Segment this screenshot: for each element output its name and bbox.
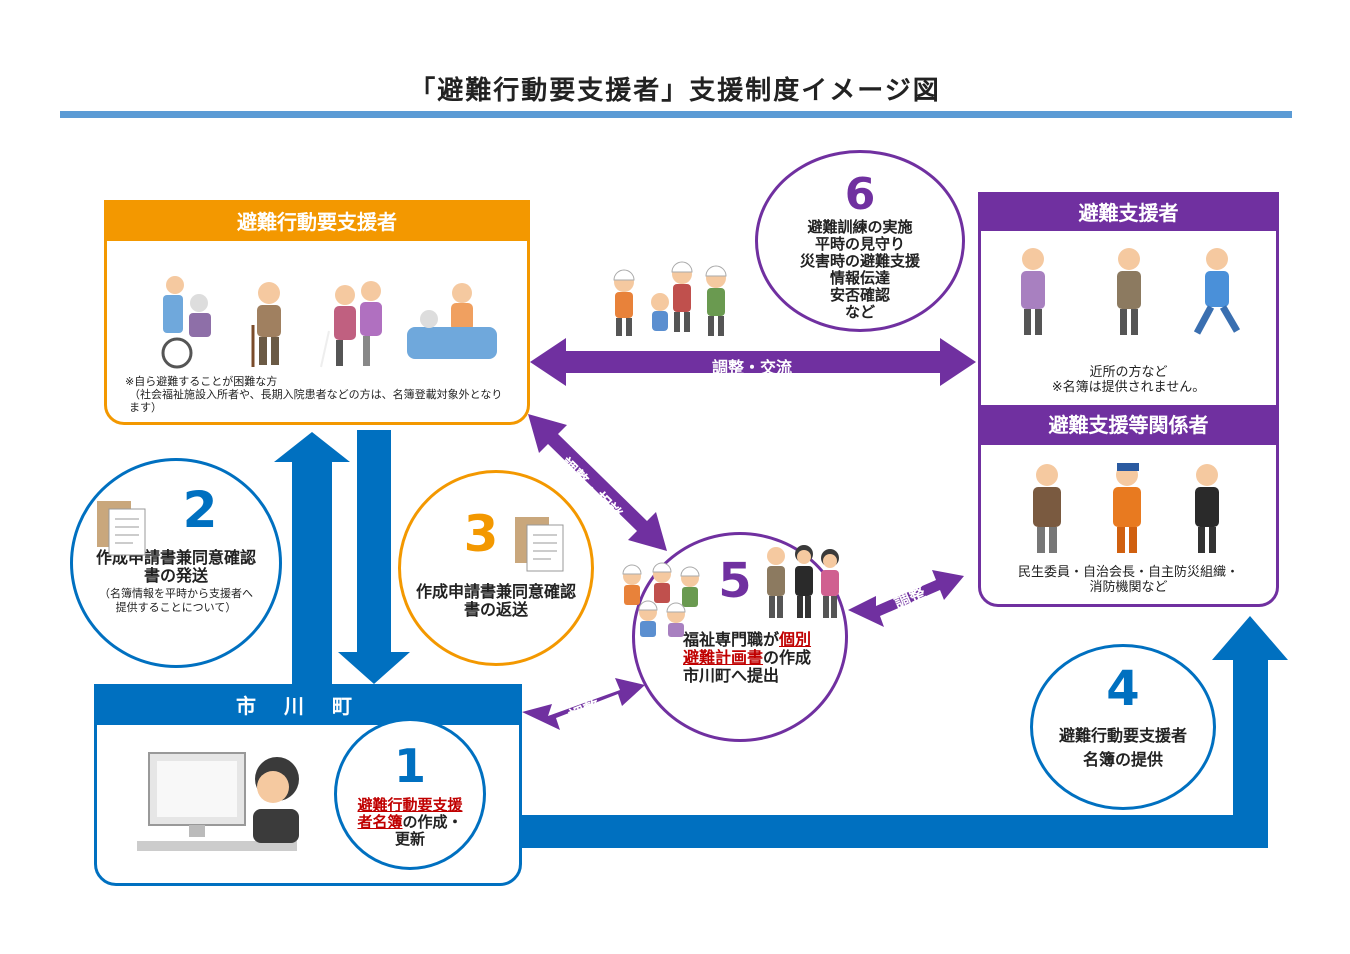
- step-2-circle: 2 作成申請書兼同意確認 書の発送 （名簿情報を平時から支援者へ 提供することに…: [70, 458, 282, 668]
- arrow-label-top: 調整・交流: [712, 358, 793, 377]
- supporters-caption-1: 近所の方など: [1089, 365, 1168, 380]
- envelope-document-icon: [97, 501, 146, 556]
- step-1-line-2b: の作成・: [402, 813, 463, 831]
- step-1-number: 1: [393, 739, 426, 793]
- box-city-header: 市川町: [97, 687, 519, 725]
- arrow-city-step5: [522, 678, 645, 730]
- step-6-line-1: 避難訓練の実施: [807, 218, 913, 236]
- step-5-line-2b: の作成: [763, 648, 812, 667]
- community-leader-illustration: [1195, 464, 1219, 553]
- arrow-down-people-to-city: [338, 430, 410, 684]
- bedridden-illustration: [407, 283, 497, 359]
- step-4-line-1: 避難行動要支援者: [1058, 726, 1187, 745]
- city-staff-illustration: [137, 752, 299, 851]
- welfare-staff-illustration: [767, 545, 839, 618]
- people-illustrations: [161, 276, 497, 369]
- box-supporters-header: 避難支援者: [981, 195, 1276, 231]
- people-note-1: ※自ら避難することが困難な方: [125, 375, 278, 388]
- step-2-sub-2: 提供することについて）: [115, 601, 237, 614]
- step-2-line-2: 書の発送: [143, 566, 208, 585]
- supporters-caption-2: ※名簿は提供されません。: [1051, 380, 1206, 395]
- step-6-line-2: 平時の見守り: [814, 235, 905, 253]
- step-1-line-1: 避難行動要支援: [357, 796, 463, 814]
- page-title: 「避難行動要支援者」支援制度イメージ図: [409, 76, 941, 106]
- step-6-line-3: 災害時の避難支援: [799, 252, 920, 270]
- wheelchair-illustration: [161, 276, 211, 369]
- arrow-step5-related: [848, 570, 964, 627]
- step-6-line-5: 安否確認: [829, 286, 890, 304]
- related-caption-1: 民生委員・自治会長・自主防災組織・: [1017, 565, 1239, 580]
- neighbor-woman-illustration: [1021, 248, 1045, 335]
- visually-impaired-pair-illustration: [320, 281, 382, 368]
- evacuation-drill-illustration: [613, 261, 727, 336]
- people-note-2: （社会福祉施設入所者や、長期入院患者などの方は、名簿登載対象外となります）: [129, 388, 503, 414]
- children-group-illustration: [622, 562, 700, 637]
- step-1-line-2a: 者名簿: [357, 813, 403, 831]
- step-3-line-2: 書の返送: [463, 600, 528, 619]
- elderly-man-illustration: [251, 282, 281, 367]
- step-6-circle: 6 避難訓練の実施 平時の見守り 災害時の避難支援 情報伝達 安否確認 など: [755, 150, 965, 332]
- step-5-line-1b: 個別: [779, 630, 812, 649]
- box-people-header: 避難行動要支援者: [107, 203, 527, 241]
- step-5-line-2a: 避難計画書: [683, 648, 764, 667]
- welfare-commissioner-illustration: [1033, 464, 1061, 553]
- neighbor-man-illustration: [1117, 248, 1141, 335]
- box-people-needing-support: 避難行動要支援者 ※自ら避難することが困難な方 （社会福祉施設入所者や、長期入院…: [104, 200, 530, 425]
- step-4-number: 4: [1106, 661, 1140, 717]
- related-parties-illustrations: [1033, 463, 1219, 553]
- step-3-number: 3: [463, 505, 499, 563]
- envelope-document-icon: [515, 517, 564, 572]
- arrow-people-supporters: [530, 338, 976, 386]
- supporters-illustrations: [1021, 248, 1241, 335]
- running-man-illustration: [1193, 248, 1241, 335]
- step-6-line-4: 情報伝達: [829, 269, 890, 287]
- step-2-sub-1: （名簿情報を平時から支援者へ: [99, 587, 253, 600]
- box-related-header: 避難支援等関係者: [981, 405, 1276, 445]
- arrow-people-step5: [528, 414, 667, 551]
- step-6-number: 6: [844, 169, 876, 220]
- title-divider: [60, 111, 1292, 118]
- step-5-line-1a: 福祉専門職が: [683, 630, 780, 649]
- step-4-circle: 4 避難行動要支援者 名簿の提供: [1030, 644, 1216, 810]
- step-6-line-6: など: [844, 303, 875, 321]
- firefighter-illustration: [1113, 463, 1141, 553]
- box-supporters: 避難支援者 近所の方など ※名簿は提供されません。 避難支援等関係者 民生委員・…: [978, 192, 1279, 607]
- step-3-circle: 3 作成申請書兼同意確認 書の返送: [398, 470, 594, 666]
- step-1-circle: 1 避難行動要支援 者名簿の作成・ 更新: [334, 718, 486, 870]
- step-2-number: 2: [182, 481, 218, 539]
- step-4-line-2: 名簿の提供: [1082, 750, 1163, 769]
- arrow-city-to-supporters: [522, 616, 1288, 848]
- arrow-up-city-to-people: [274, 432, 350, 684]
- step-3-line-1: 作成申請書兼同意確認: [415, 582, 576, 601]
- related-caption-2: 消防機関など: [1089, 580, 1168, 595]
- step-5-line-3: 市川町へ提出: [683, 666, 780, 685]
- step-1-line-3: 更新: [394, 830, 425, 848]
- step-5-number: 5: [718, 553, 752, 609]
